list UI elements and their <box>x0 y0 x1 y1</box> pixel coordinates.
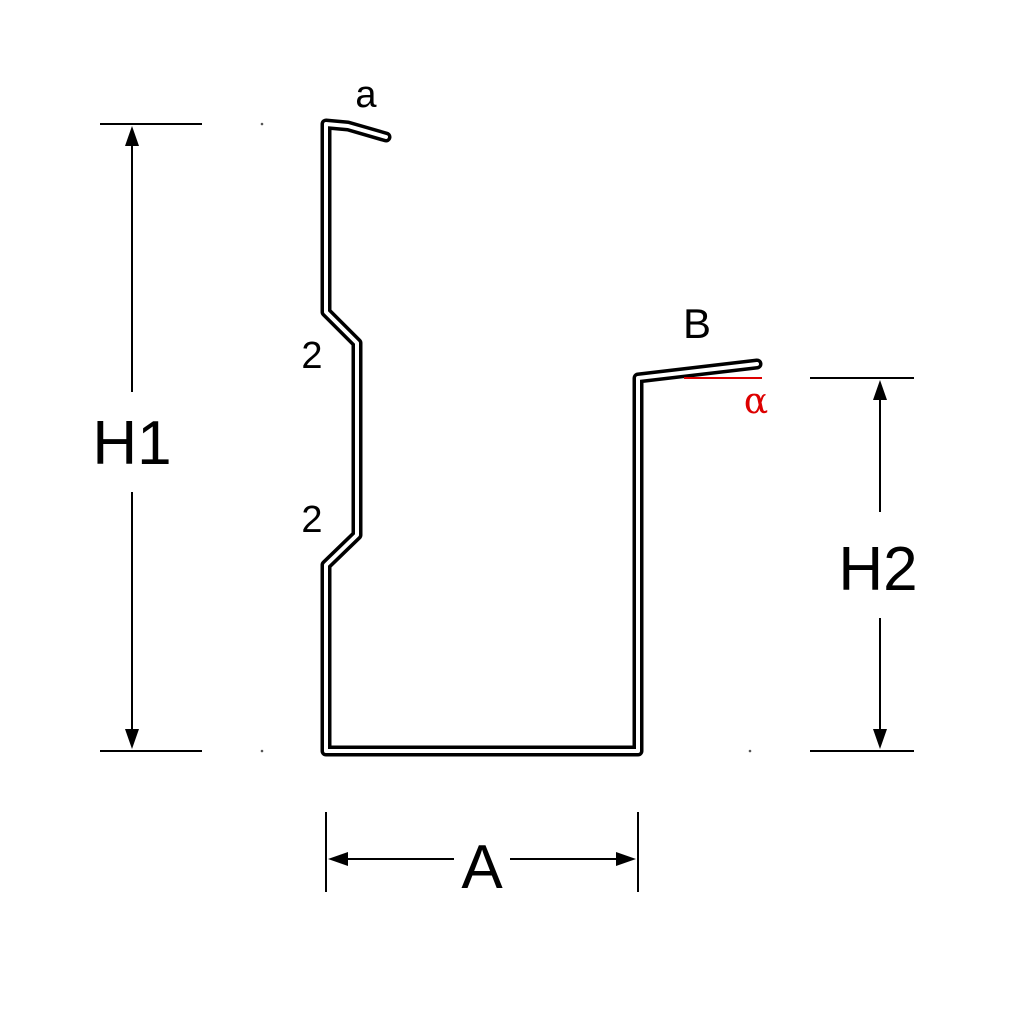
a-left-arrow <box>328 852 348 866</box>
h1-dimension: H1 <box>92 122 264 753</box>
h2-top-arrow <box>873 380 887 400</box>
h1-label: H1 <box>92 409 171 478</box>
gutter-profile-inner <box>324 122 759 753</box>
gutter-profile <box>320 118 763 757</box>
h1-top-arrow <box>125 126 139 146</box>
lip-a-label: a <box>355 74 377 116</box>
h1-bottom-tick-dot <box>260 749 264 753</box>
h2-bottom-arrow <box>873 729 887 749</box>
lip-b-label: B <box>683 300 711 347</box>
h2-bottom-tick-dot <box>748 749 752 753</box>
a-label: A <box>461 833 503 902</box>
h2-label: H2 <box>838 535 917 604</box>
angle-alpha-label: α <box>744 381 768 422</box>
gutter-profile-outline <box>320 118 763 757</box>
step-lower-label: 2 <box>301 499 322 541</box>
h1-top-tick-dot <box>260 122 264 126</box>
a-dimension: A <box>325 812 639 902</box>
h1-bottom-arrow <box>125 729 139 749</box>
h2-dimension: H2 <box>748 377 918 753</box>
step-upper-label: 2 <box>301 335 322 377</box>
a-right-arrow <box>616 852 636 866</box>
